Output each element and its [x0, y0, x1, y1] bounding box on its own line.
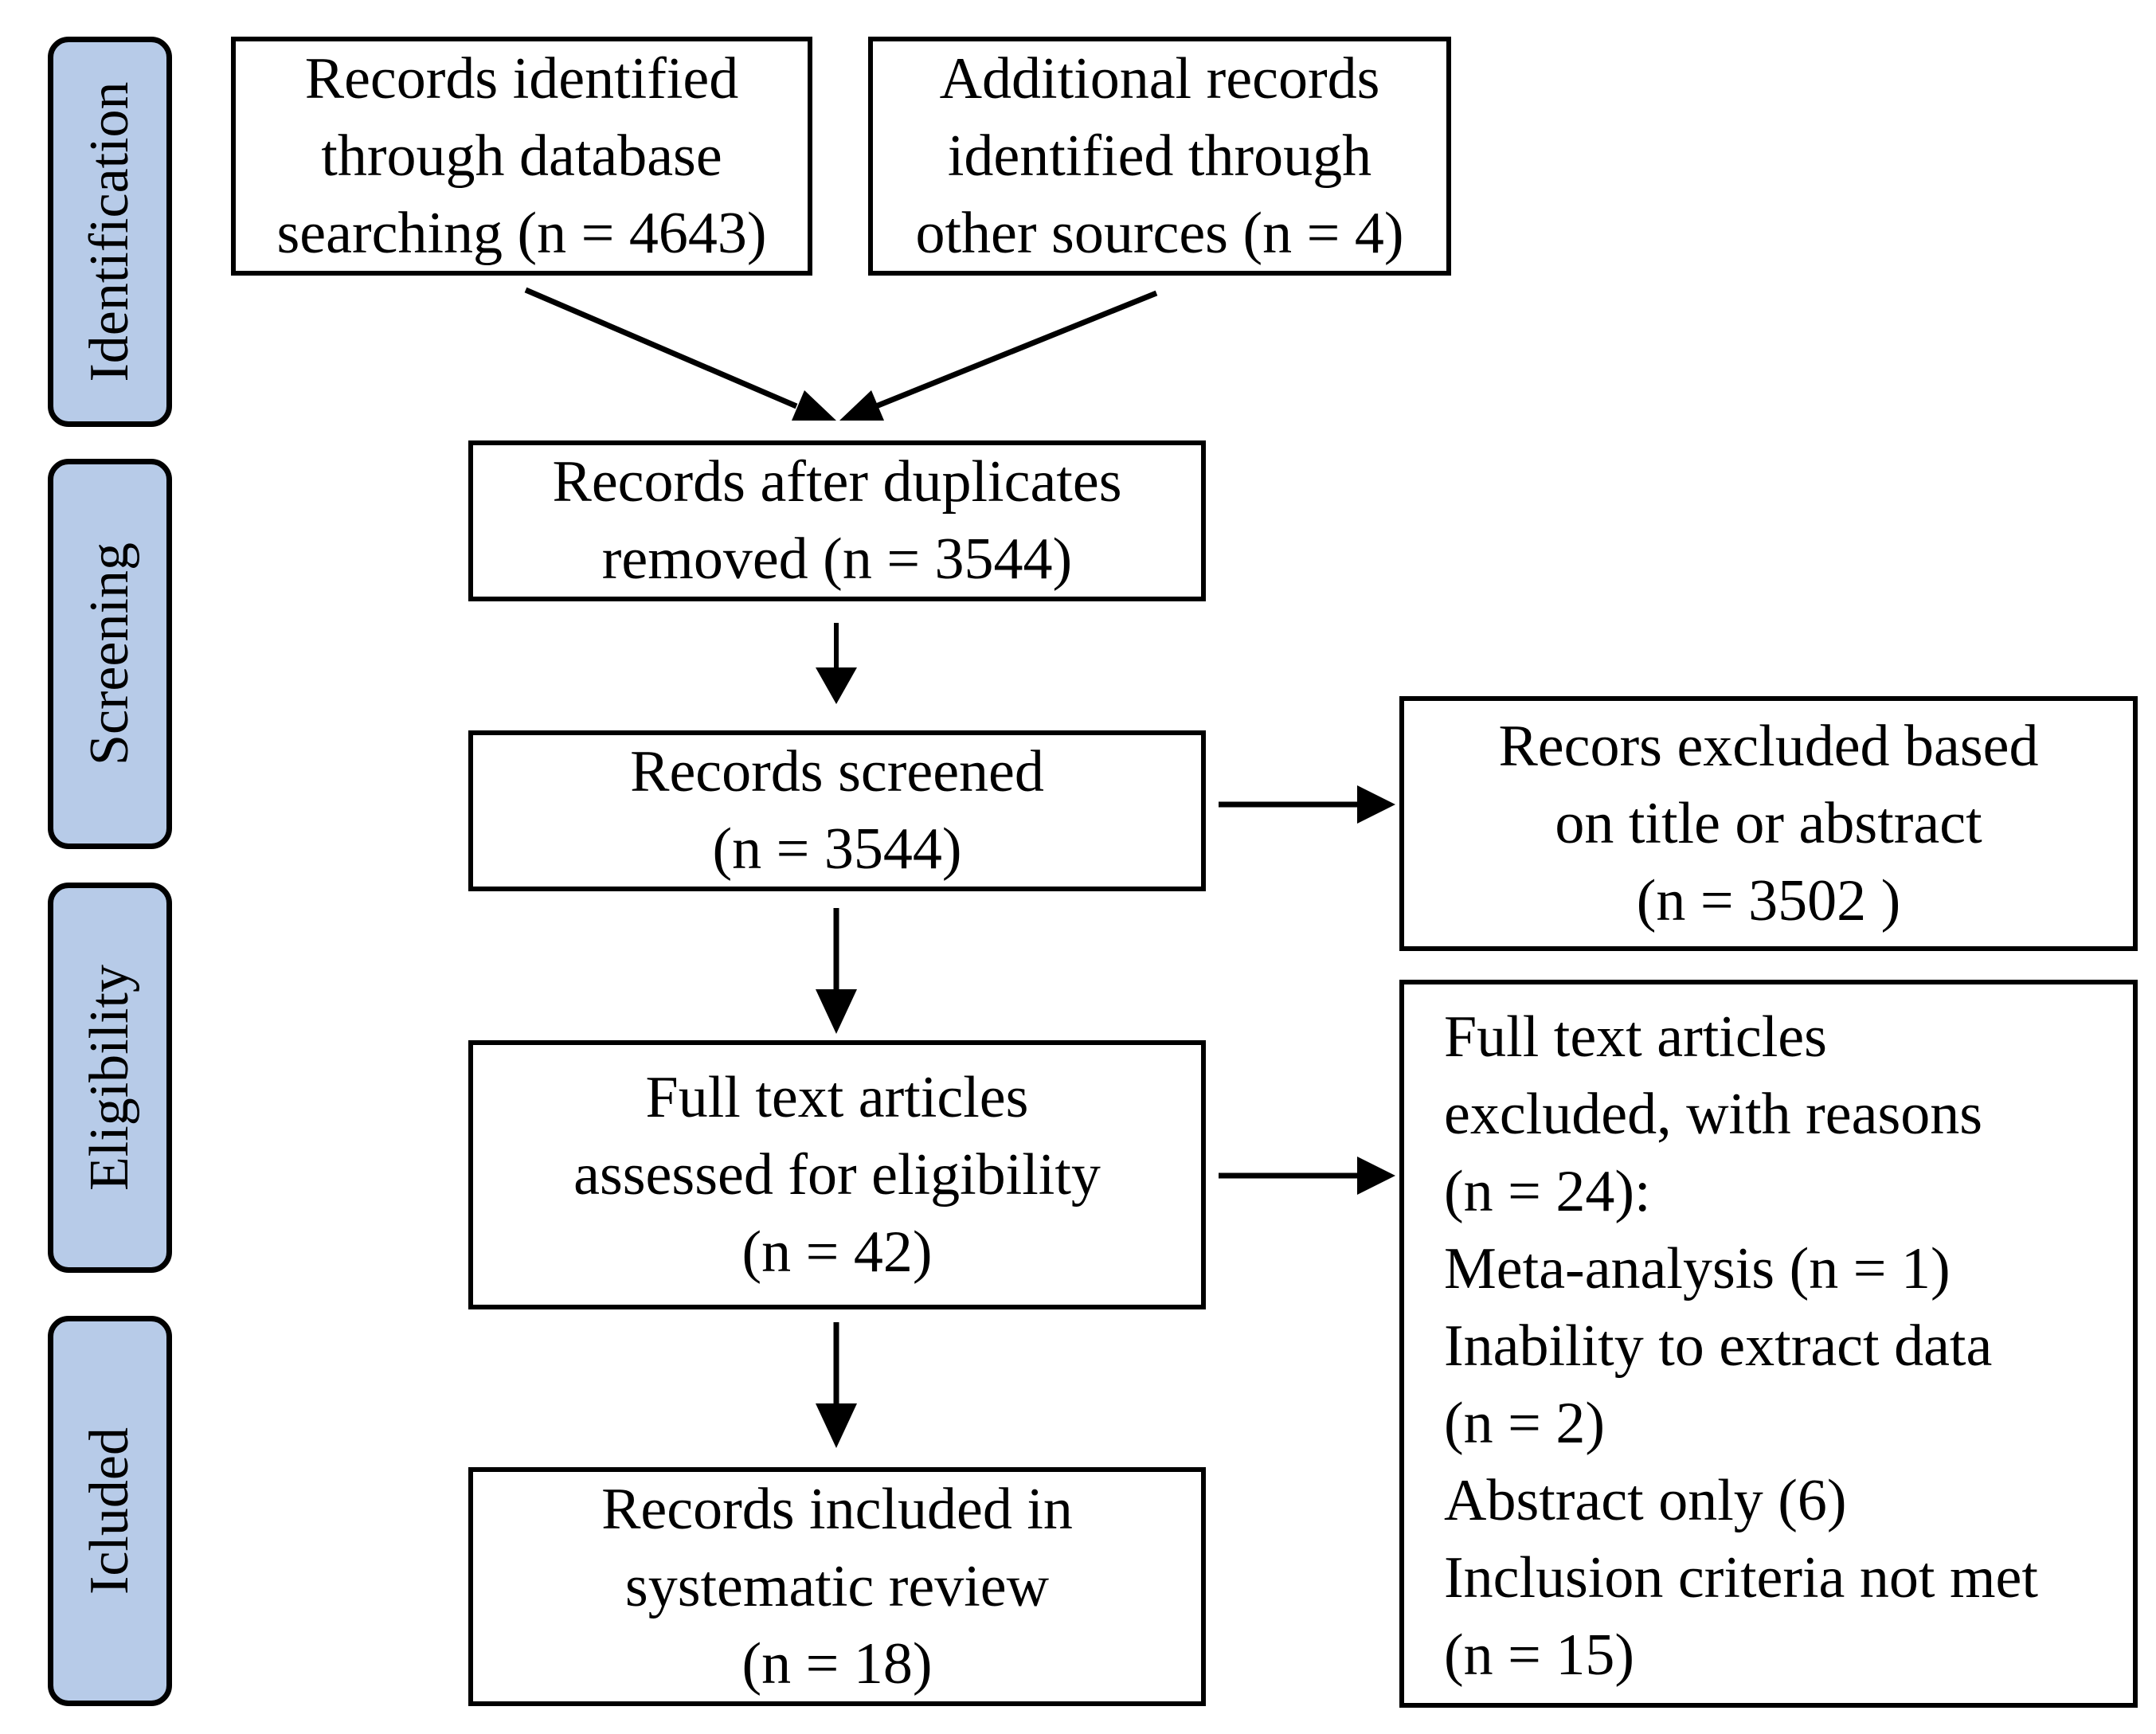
arrow-screened-to-fulltext-head [816, 989, 857, 1034]
box-additional-records: Additional records identified through ot… [868, 37, 1451, 276]
box-database-records-line-2: through database [321, 123, 722, 189]
box-database-records-line-1: Records identified [304, 45, 739, 112]
box-records-included-line-3: (n = 18) [741, 1630, 933, 1697]
box-excluded-title-abstract-line-3: (n = 3502 ) [1636, 867, 1901, 934]
box-records-screened-line-2: (n = 3544) [712, 816, 962, 882]
phase-identification: Identification [48, 37, 172, 427]
box-fulltext-excluded-line-9: (n = 15) [1444, 1622, 1635, 1688]
box-fulltext-assessed-line-1: Full text articles [645, 1064, 1029, 1130]
box-fulltext-assessed-line-3: (n = 42) [741, 1219, 933, 1285]
box-additional-records-line-3: other sources (n = 4) [915, 200, 1404, 266]
arrow-fulltext-to-excluded-head [1357, 1157, 1395, 1195]
box-fulltext-assessed: Full text articles assessed for eligibil… [468, 1040, 1206, 1309]
box-fulltext-excluded-line-1: Full text articles [1444, 1004, 1827, 1070]
box-database-records: Records identified through database sear… [231, 37, 812, 276]
arrow-screened-to-excluded-head [1357, 785, 1395, 824]
box-records-screened: Records screened (n = 3544) [468, 730, 1206, 891]
box-excluded-title-abstract-line-2: on title or abstract [1555, 790, 1982, 856]
box-fulltext-excluded-line-8: Inclusion criteria not met [1444, 1545, 2038, 1611]
box-records-included-line-2: systematic review [624, 1553, 1050, 1619]
arrow-database-to-duplicates-head [792, 390, 836, 421]
box-after-duplicates: Records after duplicates removed (n = 35… [468, 440, 1206, 601]
box-excluded-title-abstract: Recors excluded based on title or abstra… [1399, 696, 2138, 951]
box-fulltext-excluded-line-5: Inability to extract data [1444, 1313, 1993, 1379]
box-records-screened-line-1: Records screened [630, 739, 1044, 804]
box-records-included: Records included in systematic review (n… [468, 1467, 1206, 1706]
arrow-additional-to-duplicates-head [839, 390, 884, 421]
arrow-additional-to-duplicates [875, 290, 1158, 409]
arrow-fulltext-to-included-head [816, 1403, 857, 1448]
box-fulltext-excluded-line-7: Abstract only (6) [1444, 1468, 1847, 1533]
box-fulltext-excluded-line-3: (n = 24): [1444, 1159, 1651, 1224]
phase-eligibility: Eligibility [48, 883, 172, 1273]
box-after-duplicates-line-2: removed (n = 3544) [601, 526, 1073, 592]
box-after-duplicates-line-1: Records after duplicates [552, 449, 1122, 515]
box-fulltext-excluded-line-4: Meta-analysis (n = 1) [1444, 1236, 1951, 1301]
phase-screening: Screening [48, 459, 172, 849]
box-additional-records-line-2: identified through [947, 123, 1372, 189]
box-fulltext-assessed-line-2: assessed for eligibility [573, 1141, 1101, 1208]
phase-included: Icluded [48, 1316, 172, 1706]
box-excluded-title-abstract-line-1: Recors excluded based [1498, 713, 2039, 779]
arrow-database-to-duplicates [524, 287, 798, 409]
box-database-records-line-3: searching (n = 4643) [276, 200, 767, 266]
box-additional-records-line-1: Additional records [939, 45, 1380, 112]
box-fulltext-excluded-line-2: excluded, with reasons [1444, 1082, 1983, 1147]
arrow-duplicates-to-screened-head [816, 667, 857, 704]
box-fulltext-excluded: Full text articles excluded, with reason… [1399, 980, 2138, 1708]
box-fulltext-excluded-line-6: (n = 2) [1444, 1391, 1606, 1456]
box-records-included-line-1: Records included in [601, 1476, 1073, 1542]
